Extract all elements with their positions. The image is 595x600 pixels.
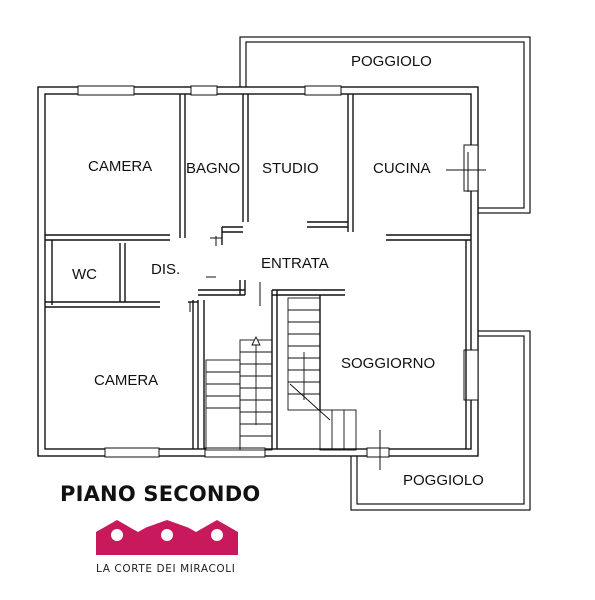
room-label-dis: DIS. — [151, 261, 180, 278]
door-marks — [189, 152, 486, 470]
room-label-wc: WC — [72, 266, 97, 283]
room-label-cucina: CUCINA — [373, 160, 431, 177]
interior-walls — [45, 94, 471, 449]
staircase-left — [205, 335, 273, 451]
room-label-soggiorno: SOGGIORNO — [341, 355, 435, 372]
windows — [77, 85, 479, 458]
room-label-studio: STUDIO — [262, 160, 319, 177]
staircase-right — [287, 297, 357, 451]
room-label-poggiolo-top: POGGIOLO — [351, 53, 432, 70]
outer-walls — [37, 86, 479, 457]
room-label-poggiolo-bottom: POGGIOLO — [403, 472, 484, 489]
room-label-camera-top: CAMERA — [88, 158, 152, 175]
room-label-entrata: ENTRATA — [261, 255, 329, 272]
logo-dots — [111, 529, 223, 541]
floor-title: PIANO SECONDO — [60, 482, 261, 506]
room-label-camera-bottom: CAMERA — [94, 372, 158, 389]
brand-name: LA CORTE DEI MIRACOLI — [96, 563, 236, 575]
brand-logo — [96, 520, 238, 555]
room-label-bagno: BAGNO — [186, 160, 240, 177]
